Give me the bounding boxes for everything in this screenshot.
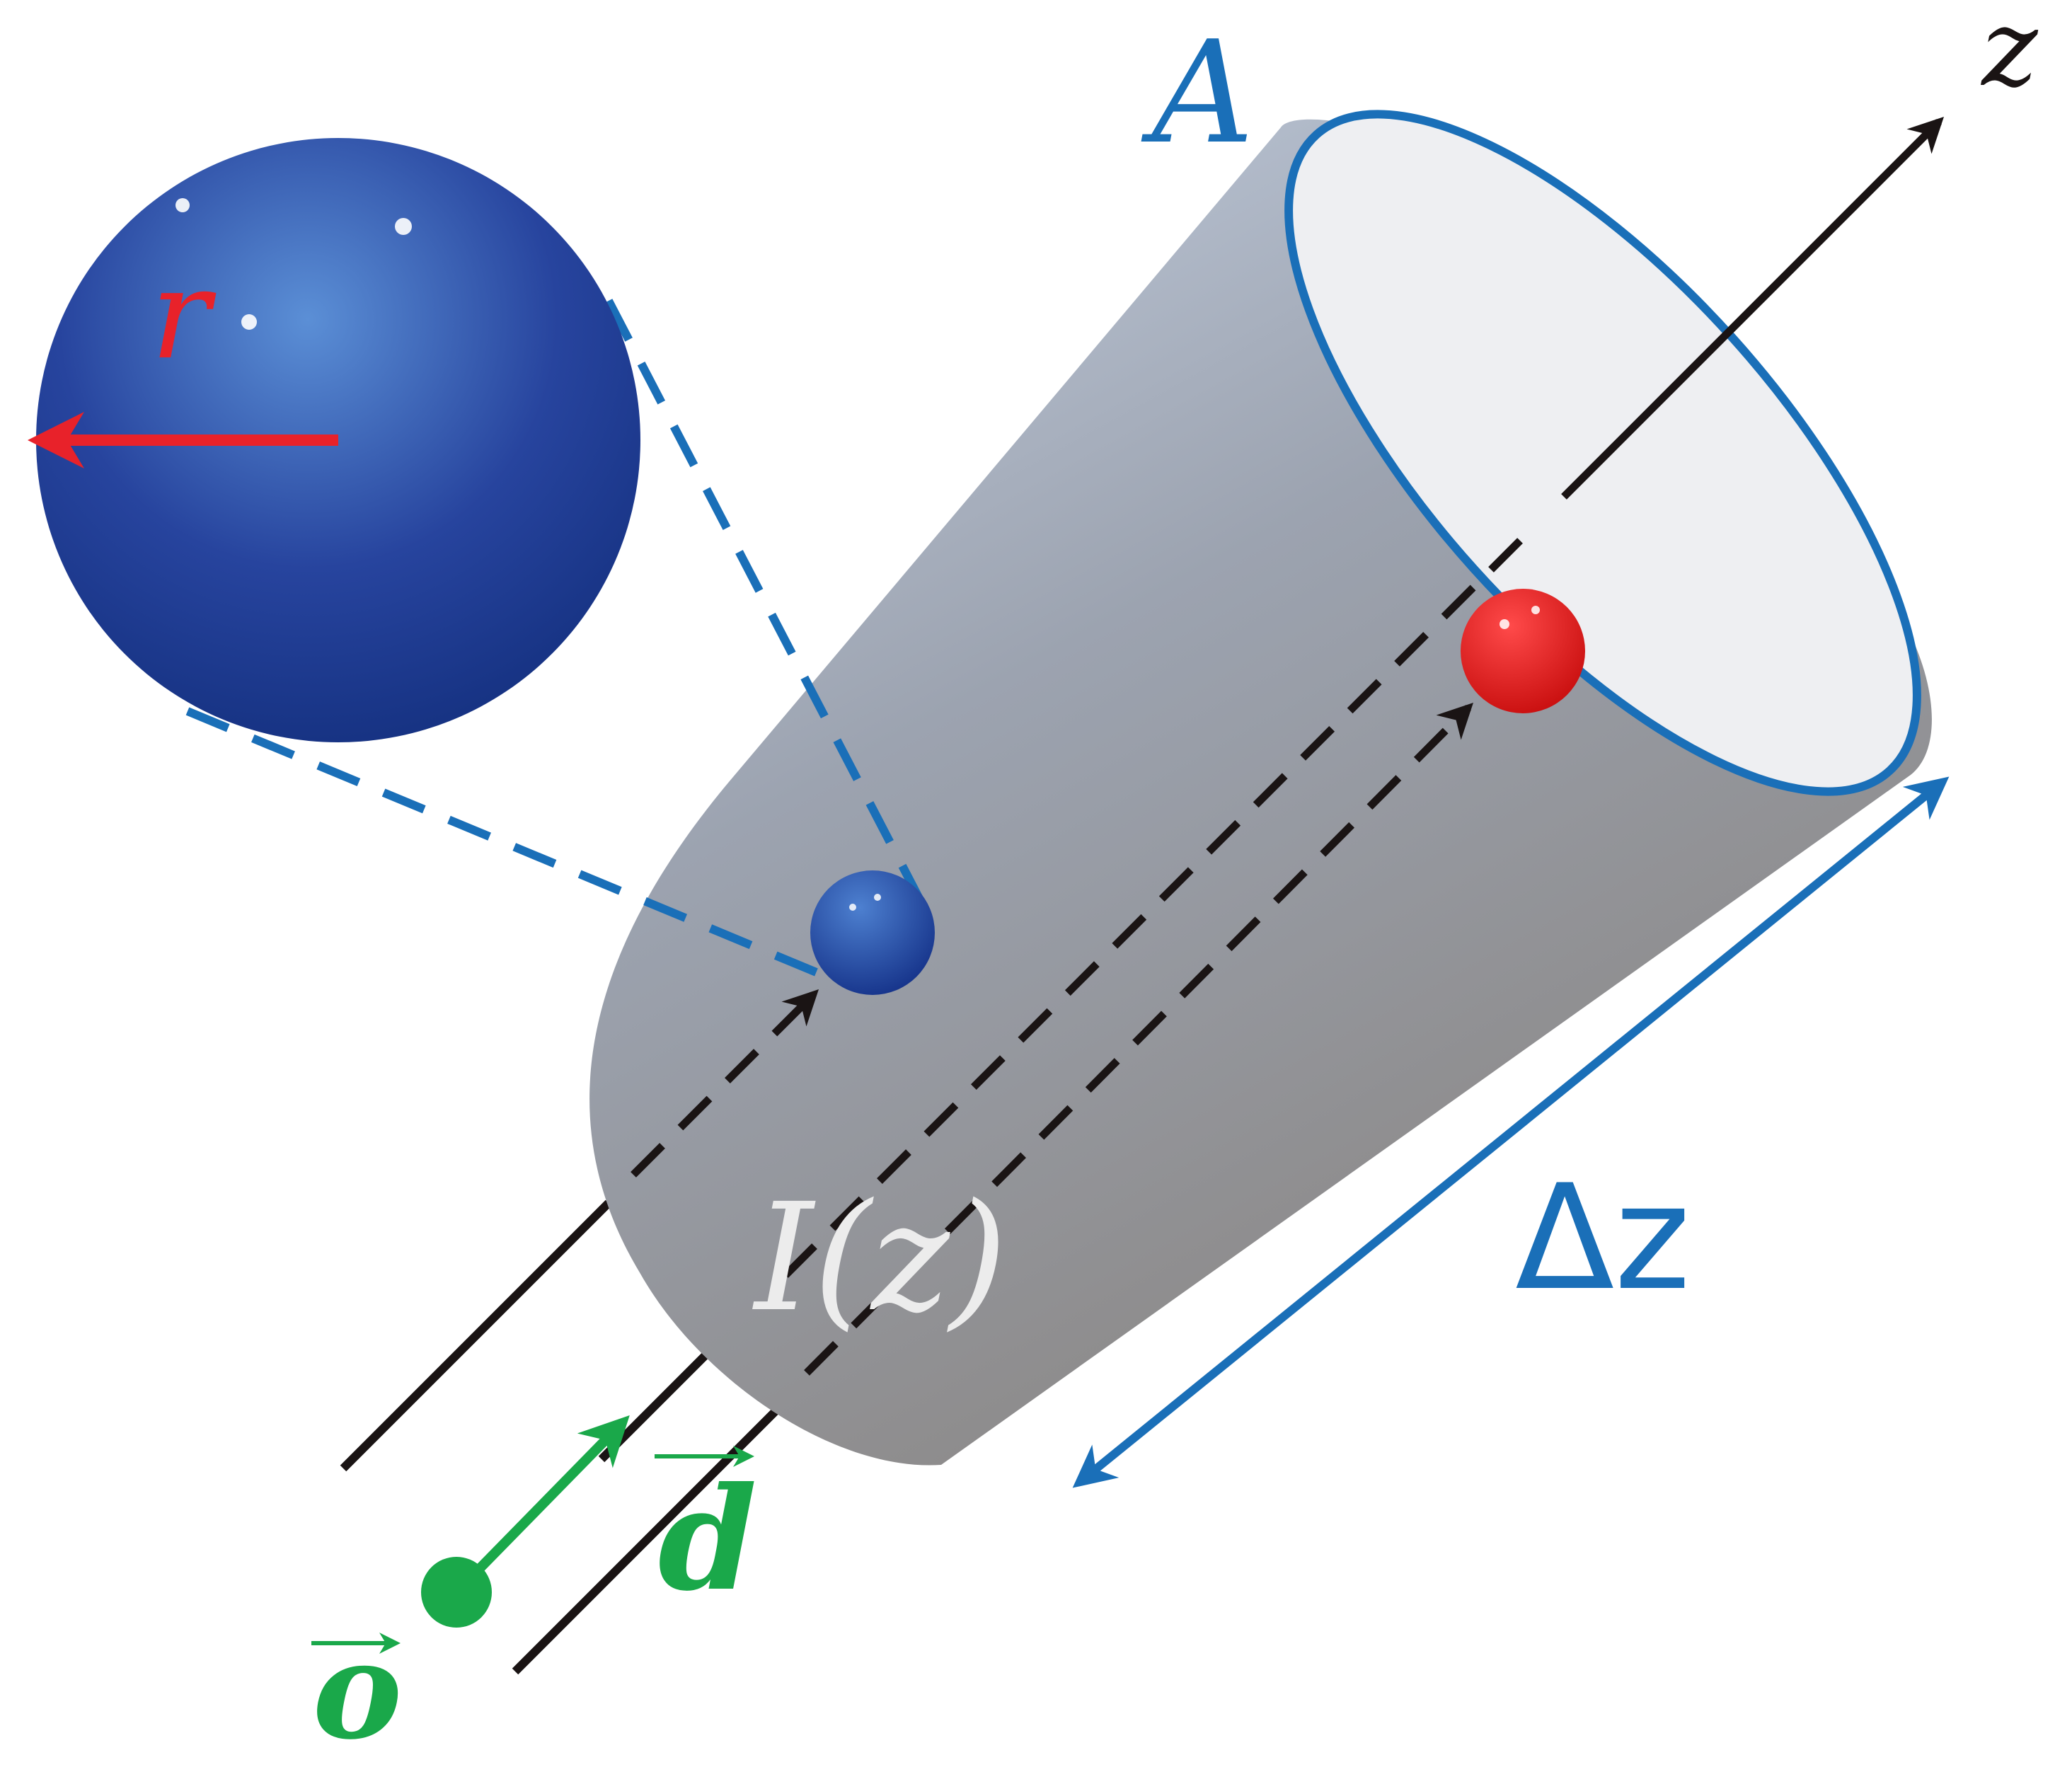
blue-particle <box>810 870 935 995</box>
z-axis-dashed <box>783 529 1531 1278</box>
particle-highlight <box>849 904 856 911</box>
ray-line-right <box>512 1394 793 1675</box>
origin-label: o <box>313 1611 403 1767</box>
direction-vector <box>452 1415 630 1596</box>
z-axis-label: z <box>1980 0 2038 110</box>
red-particle <box>1461 589 1585 713</box>
particle-highlight <box>1531 606 1540 614</box>
radius-label: r <box>151 243 217 387</box>
sphere-highlight <box>395 218 412 235</box>
zoom-connector-upper <box>604 299 938 929</box>
z-axis-line <box>1561 116 1945 500</box>
direction-label: d <box>658 1456 757 1623</box>
zoom-connector-lower <box>185 707 837 984</box>
particle-highlight <box>1500 619 1509 629</box>
ray-line-left <box>340 1199 612 1472</box>
delta-z-arrow <box>1072 776 1950 1488</box>
particle-highlight <box>874 894 881 901</box>
sphere-highlight <box>175 198 190 212</box>
ray-dashed-left <box>631 989 819 1178</box>
sphere-highlight <box>241 314 257 330</box>
intensity-label: I(z) <box>752 1171 1007 1345</box>
delta-z-label: Δz <box>1515 1154 1691 1323</box>
area-label: A <box>1141 11 1254 175</box>
origin-point <box>421 1557 492 1628</box>
